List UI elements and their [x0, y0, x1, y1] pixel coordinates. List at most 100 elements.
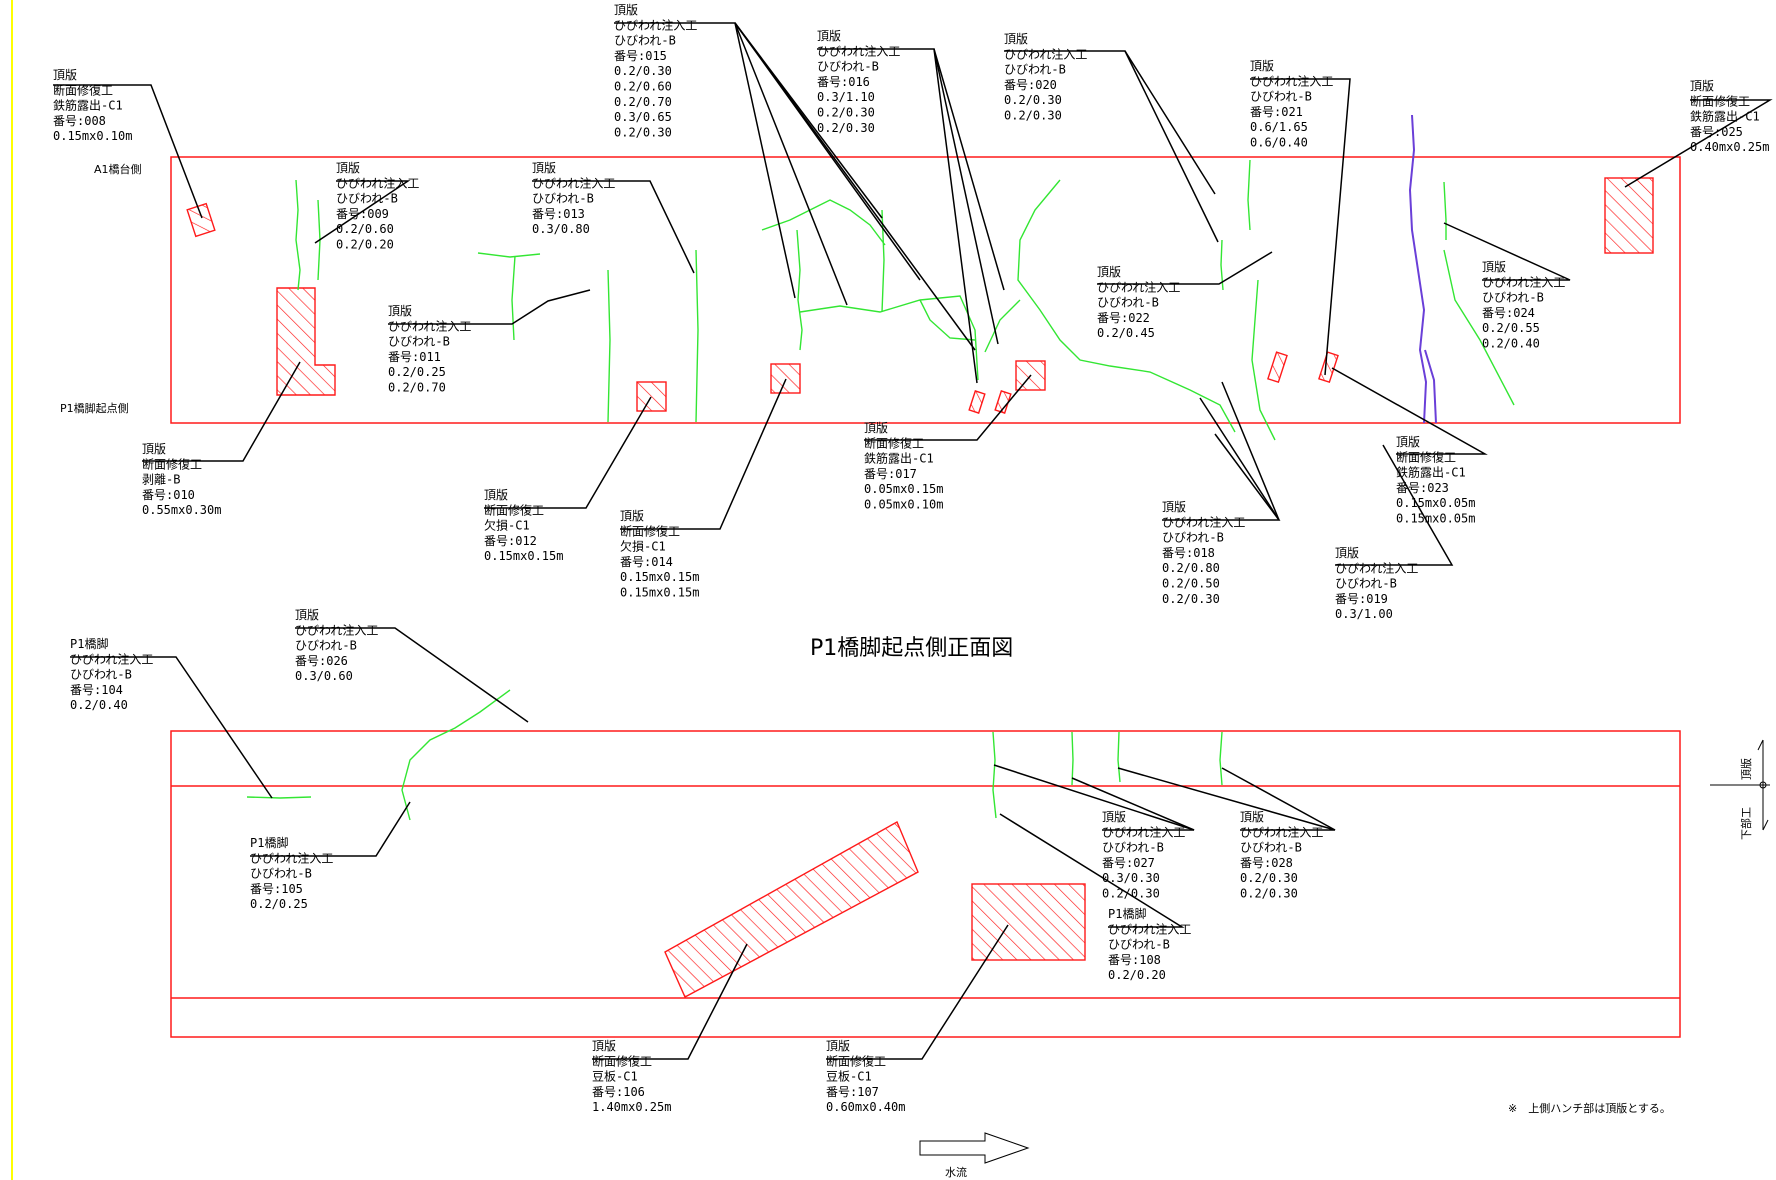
- annotation-line: 0.15mx0.10m: [53, 129, 132, 143]
- annotation-line: ひびわれ-B: [1335, 577, 1397, 591]
- annotation-line: 断面修復工: [1690, 93, 1750, 108]
- annotation-line: 0.15mx0.15m: [620, 570, 699, 584]
- annotation-line: 0.2/0.70: [614, 95, 672, 109]
- annotation-line: 番号:010: [142, 488, 195, 502]
- annotation-line: 0.2/0.30: [1240, 887, 1298, 901]
- annotation-line: 頂版: [532, 161, 556, 175]
- annotation-line: ひびわれ注入工: [1097, 279, 1180, 294]
- annotation-line: 番号:015: [614, 49, 667, 63]
- annotation-line: ひびわれ注入工: [1004, 46, 1087, 61]
- annotation-line: P1橋脚: [1108, 906, 1146, 921]
- annotation-line: 頂版: [53, 68, 77, 82]
- annotation-line: ひびわれ注入工: [1102, 824, 1185, 839]
- annotation-line: 番号:018: [1162, 546, 1215, 560]
- annotation-line: 0.05mx0.15m: [864, 482, 943, 496]
- annotation-line: 番号:013: [532, 207, 585, 221]
- annotation-line: 頂版: [592, 1039, 616, 1053]
- annotation-line: 頂版: [1250, 59, 1274, 73]
- annotation-line: ひびわれ-B: [250, 867, 312, 881]
- annotation-line: ひびわれ-B: [817, 60, 879, 74]
- annotation-line: 豆板-C1: [592, 1070, 638, 1084]
- annotation-line: 頂版: [614, 3, 638, 17]
- annotation-line: ひびわれ-B: [532, 192, 594, 206]
- annotation-line: 番号:022: [1097, 311, 1150, 325]
- annotation-line: 0.2/0.30: [614, 125, 672, 139]
- annotation-line: 頂版: [1482, 260, 1506, 274]
- annotation-line: 番号:026: [295, 654, 348, 668]
- defect-area-010: [276, 287, 336, 396]
- annotation-line: 0.15mx0.15m: [484, 549, 563, 563]
- annotation-line: 0.2/0.30: [1004, 109, 1062, 123]
- annotation-line: 鉄筋露出-C1: [53, 98, 123, 113]
- annotation-line: 断面修復工: [864, 435, 924, 450]
- annotation-line: 番号:017: [864, 467, 917, 481]
- annotation-line: 0.3/0.80: [532, 222, 590, 236]
- top-slab-frame: [170, 156, 1681, 424]
- annotation-line: 0.3/0.60: [295, 669, 353, 683]
- annotation-line: 番号:016: [817, 75, 870, 89]
- lower-cracks: [246, 689, 1223, 821]
- annotation-line: ひびわれ注入工: [1482, 274, 1565, 289]
- annotation-line: 0.2/0.45: [1097, 326, 1155, 340]
- annotation-line: 0.2/0.30: [1162, 592, 1220, 606]
- annotation-line: 番号:019: [1335, 592, 1388, 606]
- p1-start-side-label: P1橋脚起点側: [60, 401, 129, 415]
- upper-cracks: [295, 114, 1515, 441]
- annotation-line: ひびわれ-B: [70, 668, 132, 682]
- annotation-line: 頂版: [620, 509, 644, 523]
- annotation-line: ひびわれ注入工: [250, 850, 333, 865]
- annotation-line: 番号:020: [1004, 78, 1057, 92]
- annotation-line: 0.15mx0.05m: [1396, 496, 1475, 510]
- annotation-line: ひびわれ注入工: [70, 651, 153, 666]
- annotation-line: 頂版: [864, 421, 888, 435]
- annotation-line: ひびわれ-B: [1004, 63, 1066, 77]
- annotation-line: ひびわれ注入工: [295, 622, 378, 637]
- annotation-line: ひびわれ注入工: [1250, 73, 1333, 88]
- annotation-line: ひびわれ注入工: [614, 17, 697, 32]
- water-flow-label: 水流: [945, 1165, 967, 1179]
- annotation-line: 0.2/0.30: [817, 121, 875, 135]
- lower-defect-areas: [664, 821, 1086, 998]
- lower-leader-lines: [70, 627, 1336, 1060]
- annotation-line: ひびわれ-B: [1240, 841, 1302, 855]
- annotation-line: 番号:014: [620, 555, 673, 569]
- annotation-line: 0.2/0.40: [1482, 337, 1540, 351]
- annotation-line: 欠損-C1: [620, 539, 666, 554]
- annotation-line: 0.3/0.30: [1102, 871, 1160, 885]
- defect-area-017a: [968, 390, 986, 414]
- annotation-line: 番号:023: [1396, 481, 1449, 495]
- annotation-line: 番号:028: [1240, 856, 1293, 870]
- water-flow-arrow: 水流: [919, 1132, 1030, 1179]
- annotation-line: 剥離-B: [142, 473, 180, 487]
- annotation-line: 断面修復工: [826, 1053, 886, 1068]
- annotation-line: ひびわれ-B: [1162, 531, 1224, 545]
- annotation-line: 0.2/0.30: [1102, 887, 1160, 901]
- annotation-line: 番号:012: [484, 534, 537, 548]
- annotation-line: 断面修復工: [484, 502, 544, 517]
- annotation-line: 断面修復工: [1396, 449, 1456, 464]
- defect-area-008: [186, 202, 216, 238]
- annotation-line: 頂版: [388, 304, 412, 318]
- annotation-line: 0.2/0.40: [70, 698, 128, 712]
- annotation-line: 0.60mx0.40m: [826, 1100, 905, 1114]
- annotation-line: 0.2/0.25: [250, 897, 308, 911]
- annotation-line: 断面修復工: [53, 82, 113, 97]
- annotation-line: ひびわれ-B: [295, 639, 357, 653]
- annotation-line: ひびわれ注入工: [532, 175, 615, 190]
